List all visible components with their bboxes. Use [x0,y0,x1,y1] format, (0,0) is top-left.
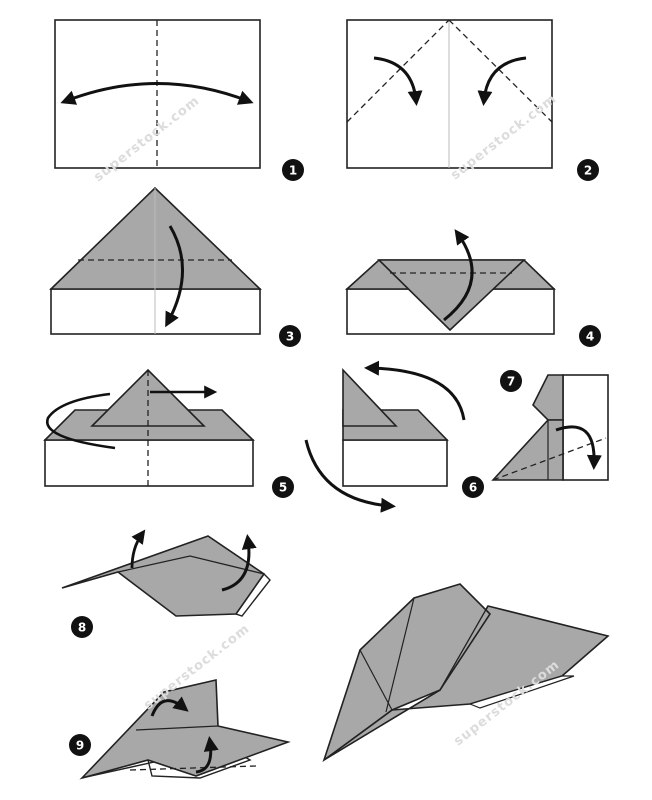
wing-fold-up-arrow-right [221,534,257,592]
step-5-diagram: 5 [43,368,396,513]
plane-center-crease [323,605,489,761]
step-number: 9 [76,739,84,753]
right-corner-fold-line [448,19,553,123]
fold-up-arrow [443,229,474,322]
step-4-diagram: 4 [344,229,601,347]
fold-left-corner-arrow [373,56,423,106]
plane-crease [135,725,219,731]
step-7-diagram: 7 [491,370,609,481]
step-number: 8 [78,621,86,635]
step-number: 3 [286,330,294,344]
step-number: 5 [279,481,287,495]
fold-down-arrow [555,425,602,470]
fold-down-arrow [165,225,184,328]
step-6-diagram: 6 [342,360,484,498]
step-1-diagram: superstock.com 1 [54,19,304,185]
step-8-badge: 8 [71,616,93,638]
small-triangle [90,368,206,427]
step-number: 6 [469,481,477,495]
folded-down-triangle [377,259,527,332]
step-2-diagram: superstock.com 2 [346,19,599,183]
plane-fold-ridge [359,649,393,711]
plane-body [61,535,266,617]
plane-fold-ridge-2 [385,597,415,713]
step-9-diagram: superstock.com 9 [69,621,291,780]
plane-tail-edge [468,675,575,709]
wing-fold-arrow-bottom [195,736,219,774]
left-corner-fold-line [346,19,450,123]
paper-base [44,439,254,487]
step-2-badge: 2 [577,159,599,181]
step-number: 1 [289,164,297,178]
step-9-badge: 9 [69,734,91,756]
step-6-badge: 6 [462,476,484,498]
finished-paper-airplane: superstock.com [322,583,610,763]
half-triangle [342,367,398,427]
plane-left-wing [322,583,492,763]
step-7-badge: 7 [500,370,522,392]
step-number: 7 [507,375,515,389]
rotate-arrow [364,360,466,421]
wing-fold-arrow-top [150,696,189,717]
upper-folded-flap [532,374,564,421]
fold-crease [117,555,265,575]
wing-fold-line [492,437,607,481]
step-3-badge: 3 [279,325,301,347]
fold-right-corner-arrow [477,56,527,106]
fold-behind-arrow-back [45,392,116,450]
lower-triangle [491,419,564,481]
fold-in-half-double-arrow [60,82,254,105]
fold-line [129,765,257,771]
step-number: 2 [584,164,592,178]
step-4-badge: 4 [579,325,601,347]
step-5-badge: 5 [272,476,294,498]
rotate-arrow [304,439,396,513]
wing-fold-up-arrow-left [130,529,146,569]
step-number: 4 [586,330,594,344]
folded-paper-body [342,439,448,487]
step-1-badge: 1 [282,159,304,181]
plane-wing [79,679,291,780]
step-8-diagram: 8 [61,529,271,638]
step-3-diagram: 3 [49,186,301,347]
